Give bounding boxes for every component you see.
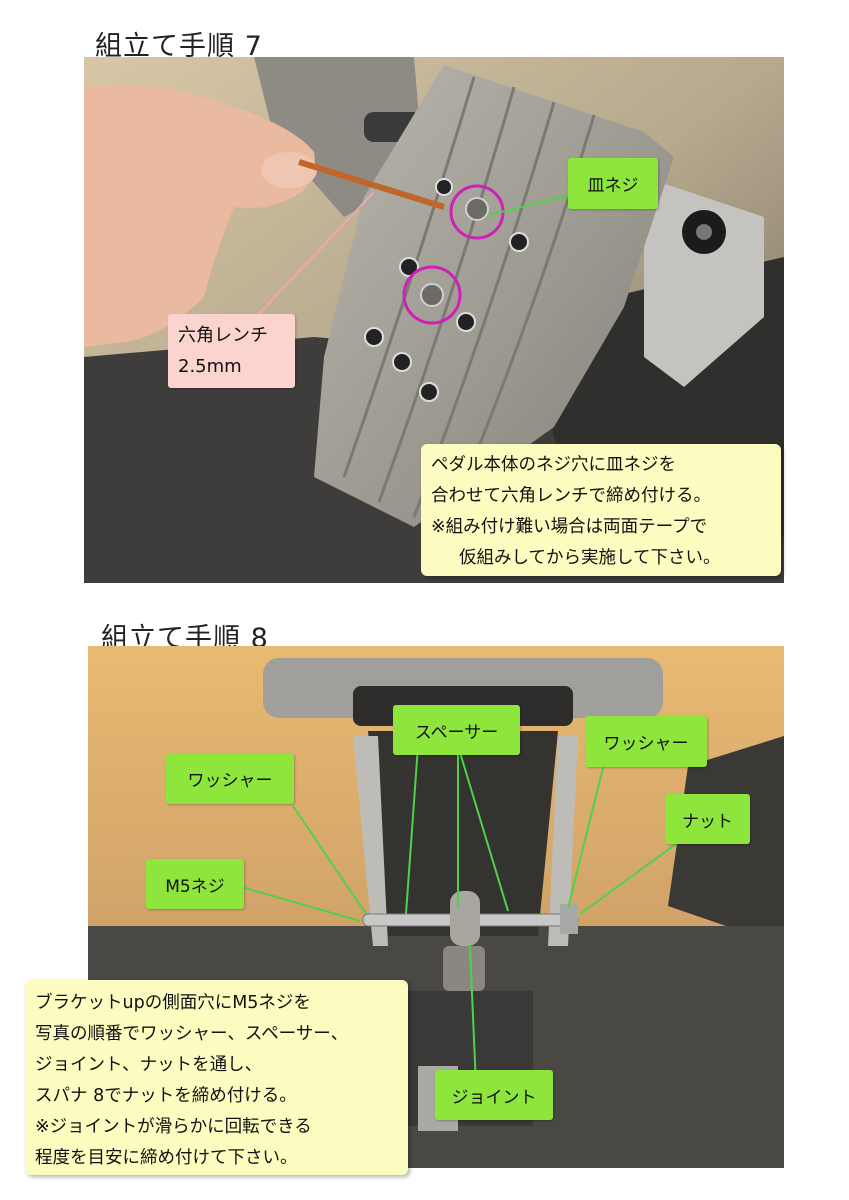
step7-instruction-note: ペダル本体のネジ穴に皿ネジを 合わせて六角レンチで締め付ける。 ※組み付け難い場… — [421, 444, 781, 576]
m5-screw-label: M5ネジ — [146, 859, 244, 909]
step8-note-line: 程度を目安に締め付けて下さい。 — [35, 1148, 298, 1168]
step7-title: 組立て手順 7 — [95, 31, 263, 62]
step8-note-line: スパナ 8でナットを締め付ける。 — [35, 1086, 297, 1106]
step8-note-line: ※ジョイントが滑らかに回転できる — [35, 1117, 312, 1137]
step8-note-line: ジョイント、ナットを通し、 — [35, 1055, 263, 1075]
step7-note-line: 仮組みしてから実施して下さい。 — [459, 548, 721, 568]
step8-note-line: 写真の順番でワッシャー、スペーサー、 — [35, 1024, 349, 1044]
step7-note-line: 合わせて六角レンチで締め付ける。 — [431, 486, 711, 506]
flat-screw-label: 皿ネジ — [568, 158, 658, 209]
spacer-label: スペーサー — [393, 705, 520, 755]
hex-wrench-name: 六角レンチ — [178, 325, 268, 346]
hex-wrench-size: 2.5mm — [178, 356, 242, 377]
step8-note-line: ブラケットupの側面穴にM5ネジを — [35, 993, 311, 1013]
joint-label: ジョイント — [435, 1070, 553, 1120]
nut-label: ナット — [665, 794, 750, 844]
step7-note-line: ペダル本体のネジ穴に皿ネジを — [431, 455, 676, 475]
washer-right-label: ワッシャー — [585, 716, 707, 767]
washer-left-label: ワッシャー — [166, 753, 294, 804]
step7-note-line: ※組み付け難い場合は両面テープで — [431, 517, 708, 537]
step8-instruction-note: ブラケットupの側面穴にM5ネジを 写真の順番でワッシャー、スペーサー、 ジョイ… — [25, 980, 408, 1175]
hex-wrench-label: 六角レンチ 2.5mm — [168, 314, 295, 388]
